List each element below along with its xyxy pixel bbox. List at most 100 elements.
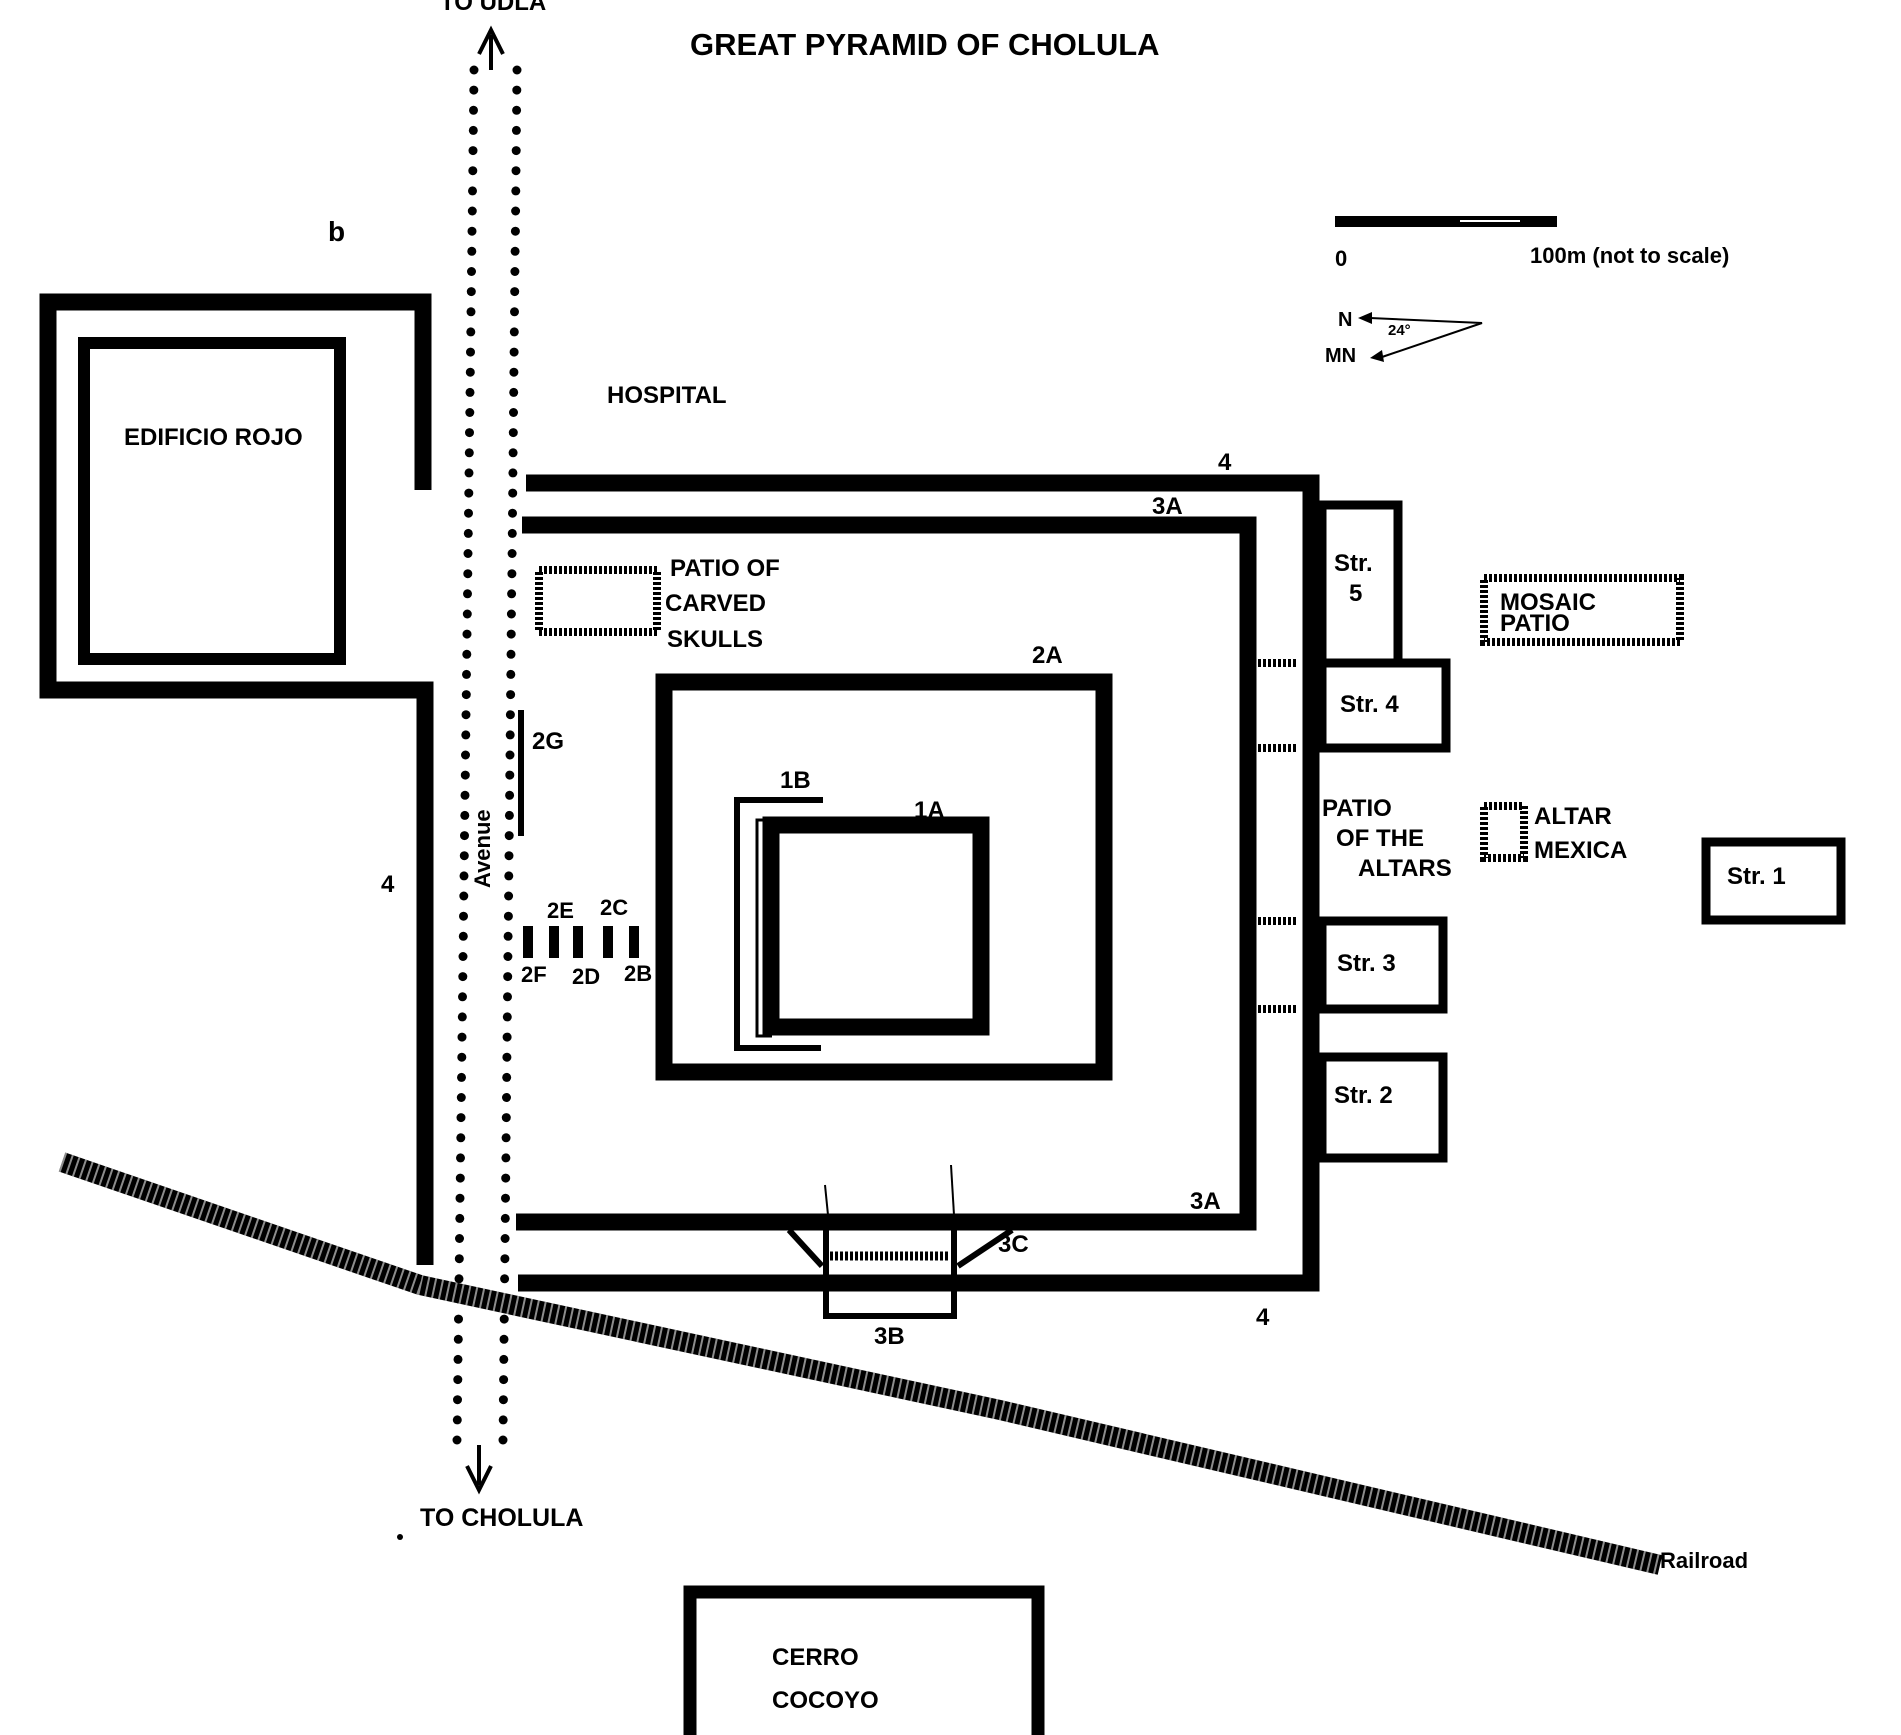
avenue-dot <box>504 891 514 901</box>
phase-2g-label: 2G <box>532 728 564 755</box>
avenue-dot <box>510 307 519 317</box>
phase-3a-bottom-label: 3A <box>1190 1188 1221 1215</box>
avenue-dot <box>506 649 516 659</box>
avenue-dot <box>506 690 516 700</box>
phase-2c-label: 2C <box>600 895 628 920</box>
avenue-dot <box>463 589 472 599</box>
avenue-dot <box>509 408 518 417</box>
avenue-dot <box>467 206 477 216</box>
avenue-dot <box>508 448 518 458</box>
patio-altars-label-3: ALTARS <box>1358 855 1452 882</box>
railroad-track <box>58 1152 1663 1575</box>
avenue-dot <box>457 1032 467 1042</box>
phase-4-wall <box>518 474 1320 1292</box>
avenue-dot <box>455 1193 465 1203</box>
structure-2 <box>1317 1052 1448 1163</box>
avenue-dot <box>500 1234 510 1243</box>
avenue-dot <box>501 1153 511 1163</box>
avenue-dot <box>456 1093 466 1102</box>
patio-carved-label-2: CARVED <box>665 590 766 617</box>
avenue-dot <box>500 1213 510 1223</box>
avenue-dot <box>459 891 469 901</box>
edificio-rojo-building <box>39 293 434 1265</box>
avenue-dot <box>454 1274 464 1284</box>
str1-label: Str. 1 <box>1727 863 1786 890</box>
str2-label: Str. 2 <box>1334 1082 1393 1109</box>
avenue-dot <box>468 146 478 156</box>
north-arrow-icon <box>1358 312 1483 362</box>
avenue-dot <box>456 1113 466 1123</box>
patio-carved-label-3: SKULLS <box>667 626 763 653</box>
avenue-dot <box>467 246 477 256</box>
avenue-dot <box>504 851 514 861</box>
avenue-dot <box>466 287 476 297</box>
altar-mexica-label-2: MEXICA <box>1534 837 1627 864</box>
mosaic-patio-outline <box>1480 574 1684 646</box>
avenue-dot <box>463 549 473 558</box>
avenue-dot <box>469 85 479 95</box>
altar-mexica-outline <box>1480 802 1528 862</box>
avenue-dot <box>453 1354 463 1364</box>
avenue-dot <box>502 1052 512 1062</box>
arrow-up-icon <box>477 25 505 70</box>
avenue-dot <box>510 226 520 236</box>
avenue-dot <box>452 1415 462 1425</box>
avenue-dot <box>468 166 478 176</box>
avenue-dot <box>498 1435 508 1445</box>
avenue-dot <box>460 790 470 800</box>
avenue-dot <box>457 1052 467 1062</box>
avenue-dot <box>503 972 513 982</box>
structure-1 <box>1701 837 1846 925</box>
avenue-dot <box>510 287 520 297</box>
altar-mexica-label-1: ALTAR <box>1534 803 1612 830</box>
avenue-dot <box>454 1314 463 1324</box>
phase-1b-wall <box>734 797 823 1051</box>
avenue-dot <box>465 367 475 377</box>
north-label: N <box>1338 309 1352 331</box>
avenue-dot <box>461 750 470 760</box>
avenue-dot <box>461 690 471 700</box>
avenue-dot <box>461 730 471 740</box>
avenue-dot <box>466 307 476 317</box>
avenue-dot <box>503 992 512 1002</box>
avenue-dot <box>510 246 520 256</box>
phase-4-left-label: 4 <box>381 871 395 898</box>
avenue-dot <box>455 1213 465 1223</box>
avenue-dot <box>456 1153 465 1163</box>
avenue-dot <box>467 226 477 236</box>
phase-2d-label: 2D <box>572 964 600 989</box>
avenue-dot <box>503 931 513 941</box>
avenue-dot <box>500 1254 510 1264</box>
avenue-dot <box>459 851 469 861</box>
avenue-dot <box>498 1415 508 1425</box>
avenue-dot <box>505 730 515 740</box>
avenue-dot <box>462 629 472 639</box>
mosaic-patio-label-1: MOSAIC <box>1500 589 1596 616</box>
phase-1a-label: 1A <box>914 797 945 824</box>
avenue-dot <box>504 810 514 820</box>
avenue-dot <box>506 669 516 679</box>
avenue-dot <box>510 267 520 276</box>
avenue-dot <box>506 609 516 619</box>
avenue-right-dots <box>498 65 522 1445</box>
east-wall-connectors <box>1253 659 1296 1013</box>
avenue-dot <box>468 125 478 135</box>
to-cholula-label: TO CHOLULA <box>420 1504 583 1532</box>
stray-dot <box>397 1534 403 1540</box>
patio-altars-label-1: PATIO <box>1322 795 1392 822</box>
stair-3b <box>786 1164 1014 1319</box>
panel-letter: b <box>328 216 345 247</box>
avenue-dot <box>502 1032 512 1042</box>
phase-1b-label: 1B <box>780 767 811 794</box>
to-udla-label: TO UDLA <box>440 0 546 16</box>
scale-end-label: 100m (not to scale) <box>1530 243 1729 268</box>
phase-4-bottom-label: 4 <box>1256 1304 1270 1331</box>
avenue-dot <box>464 488 474 498</box>
map-title: GREAT PYRAMID OF CHOLULA <box>690 27 1160 62</box>
avenue-dot <box>504 871 514 881</box>
avenue-dot <box>512 105 522 115</box>
patio-carved-label-1: PATIO OF <box>670 555 780 582</box>
avenue-dot <box>453 1334 463 1344</box>
avenue-dot <box>511 206 521 216</box>
avenue-dot <box>507 549 517 558</box>
